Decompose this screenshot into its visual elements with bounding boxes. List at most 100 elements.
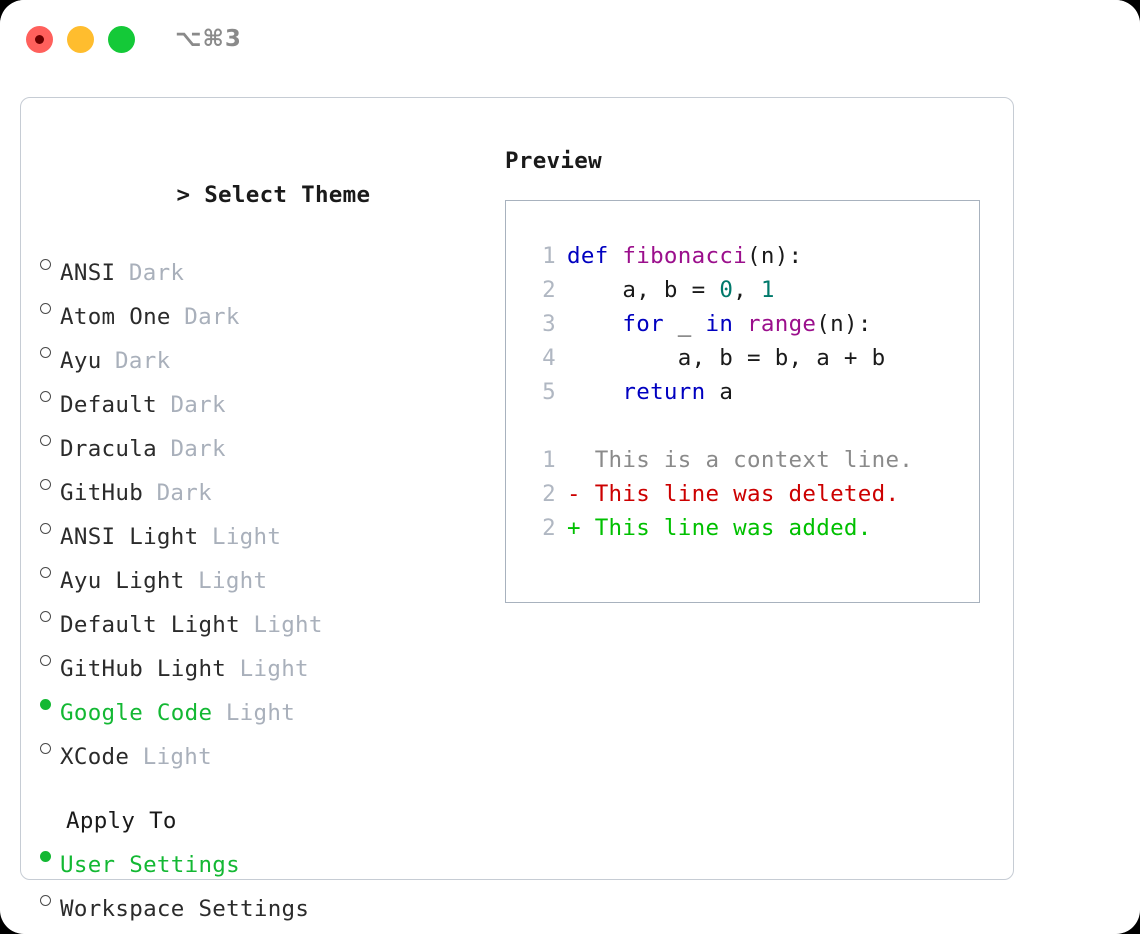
code-token-kw: return: [622, 379, 706, 405]
diff-text-del: - This line was deleted.: [567, 481, 900, 507]
code-token-fn: range: [747, 311, 817, 337]
code-token-pln: a, b =: [567, 277, 720, 303]
code-token-fn: fibonacci: [622, 243, 748, 269]
diff-line: 2- This line was deleted.: [528, 477, 979, 511]
theme-variant-badge: Light: [253, 612, 323, 638]
theme-variant-badge: Dark: [170, 392, 226, 418]
radio-unselected-icon: [38, 598, 60, 632]
theme-name: GitHub Light: [60, 656, 227, 682]
line-number: 2: [542, 277, 556, 303]
theme-variant-badge: Dark: [184, 304, 240, 330]
code-token-pln: [567, 379, 622, 405]
line-number: 1: [542, 243, 556, 269]
theme-variant-badge: Light: [198, 568, 268, 594]
line-number: 4: [542, 345, 556, 371]
radio-selected-icon: [38, 686, 60, 720]
apply-to-option[interactable]: Workspace Settings: [38, 882, 486, 926]
theme-name: ANSI: [60, 260, 116, 286]
code-token-kw: def: [567, 243, 623, 269]
theme-variant-badge: Light: [211, 524, 282, 550]
code-line: 2 a, b = 0, 1: [528, 273, 979, 307]
theme-variant-badge: Dark: [128, 260, 185, 286]
select-theme-header: > Select Theme: [38, 144, 486, 246]
theme-name: GitHub: [60, 480, 144, 506]
diff-line: 1 This is a context line.: [528, 443, 979, 477]
code-text: a, b = 0, 1: [567, 273, 775, 307]
apply-to-label: User Settings: [60, 852, 240, 878]
close-button-icon[interactable]: [26, 25, 53, 53]
apply-to-option[interactable]: User Settings: [38, 838, 486, 882]
theme-list-item[interactable]: Default Light Light: [38, 598, 486, 642]
theme-list-item[interactable]: Dracula Dark: [38, 422, 486, 466]
code-line: 1 def fibonacci(n):: [528, 239, 979, 273]
maximize-button-icon[interactable]: [108, 25, 135, 53]
radio-unselected-icon: [38, 554, 60, 588]
code-token-pln: [733, 311, 747, 337]
theme-variant-badge: Dark: [170, 436, 226, 462]
theme-variant-badge: Dark: [156, 480, 212, 506]
code-text: a, b = b, a + b: [567, 341, 885, 375]
code-token-kw: in: [705, 311, 734, 337]
theme-variant-badge: Light: [239, 656, 309, 682]
code-token-pln: a, b = b, a + b: [567, 345, 886, 371]
radio-unselected-icon: [38, 510, 60, 544]
radio-unselected-icon: [38, 422, 60, 456]
theme-variant-badge: Light: [142, 744, 212, 770]
code-line: 4 a, b = b, a + b: [528, 341, 979, 375]
code-token-num: 1: [760, 277, 775, 303]
minimize-button-icon[interactable]: [67, 25, 94, 53]
code-line: 3 for _ in range(n):: [528, 307, 979, 341]
apply-to-label: Workspace Settings: [60, 896, 310, 922]
theme-name: Ayu: [60, 348, 102, 374]
theme-list-item[interactable]: ANSI Dark: [38, 246, 486, 290]
theme-list-item[interactable]: GitHub Dark: [38, 466, 486, 510]
apply-to-header: Apply To: [66, 808, 177, 834]
theme-name: Dracula: [60, 436, 157, 462]
titlebar: ⌥⌘3: [0, 0, 1140, 78]
theme-name: Default Light: [60, 612, 240, 638]
theme-variant-badge: Light: [225, 700, 296, 726]
code-line: 5 return a: [528, 375, 979, 409]
diff-sample: 1 This is a context line.2- This line wa…: [528, 443, 979, 545]
radio-unselected-icon: [38, 466, 60, 500]
radio-unselected-icon: [38, 642, 60, 676]
code-token-pln: [567, 311, 622, 337]
theme-name: Ayu Light: [60, 568, 185, 594]
traffic-lights: [26, 25, 135, 53]
theme-name: Google Code: [60, 700, 213, 726]
theme-list-item[interactable]: Google Code Light: [38, 686, 486, 730]
diff-text-add: + This line was added.: [567, 515, 872, 541]
theme-list-item[interactable]: GitHub Light Light: [38, 642, 486, 686]
code-token-pln: (n):: [816, 311, 872, 337]
code-token-pln: (n):: [747, 243, 803, 269]
code-text: def fibonacci(n):: [567, 239, 802, 273]
code-text: return a: [567, 375, 733, 409]
code-token-pln: a: [705, 379, 734, 405]
line-number: 3: [542, 311, 556, 337]
diff-line: 2 + This line was added.: [528, 511, 979, 545]
theme-variant-badge: Dark: [115, 348, 171, 374]
diff-text-ctx: This is a context line.: [567, 447, 914, 473]
code-token-pln: _: [663, 311, 706, 337]
radio-selected-icon: [38, 838, 60, 872]
theme-list-item[interactable]: Ayu Light Light: [38, 554, 486, 598]
select-theme-title: Select Theme: [204, 182, 371, 208]
line-number: 5: [542, 379, 556, 405]
prompt-caret-icon: >: [176, 182, 191, 208]
radio-unselected-icon: [38, 334, 60, 368]
spacer: [528, 409, 979, 443]
line-number: 2: [542, 515, 556, 541]
code-text: for _ in range(n):: [567, 307, 872, 341]
theme-list-item[interactable]: Ayu Dark: [38, 334, 486, 378]
